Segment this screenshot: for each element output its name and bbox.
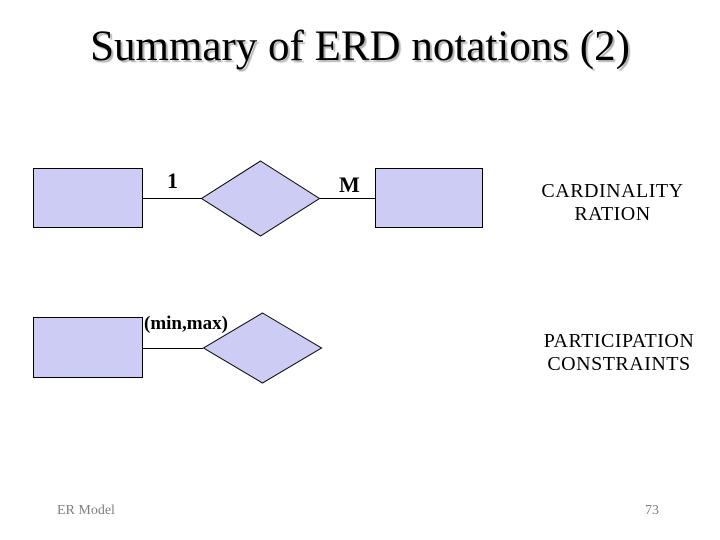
footer-text: ER Model <box>57 503 115 518</box>
minmax-label: (min,max) <box>144 313 228 334</box>
connector-line-row2 <box>143 348 203 349</box>
caption-line-1: PARTICIPATION <box>543 330 695 352</box>
entity-rectangle-row2 <box>33 317 143 378</box>
caption-line-1: CARDINALITY <box>541 180 684 202</box>
relationship-diamond-row1 <box>200 160 321 237</box>
diamond-shape <box>202 312 323 384</box>
slide-title: Summary of ERD notations (2) <box>90 23 630 70</box>
entity-rectangle-row1-left <box>33 168 143 228</box>
caption-line-2: CONSTRAINTS <box>547 353 691 375</box>
diamond-shape <box>200 160 321 237</box>
relationship-diamond-row2 <box>202 312 323 384</box>
page-number: 73 <box>645 503 659 518</box>
caption-cardinality-ratio: CARDINALITY RATION <box>510 180 715 226</box>
connector-line-row1-right <box>320 198 375 199</box>
connector-line-row1-left <box>143 198 201 199</box>
caption-line-2: RATION <box>574 203 651 225</box>
entity-rectangle-row1-right <box>375 168 483 228</box>
cardinality-label-one: 1 <box>167 168 178 193</box>
caption-participation-constraints: PARTICIPATION CONSTRAINTS <box>509 330 720 376</box>
cardinality-label-many: M <box>339 172 360 197</box>
